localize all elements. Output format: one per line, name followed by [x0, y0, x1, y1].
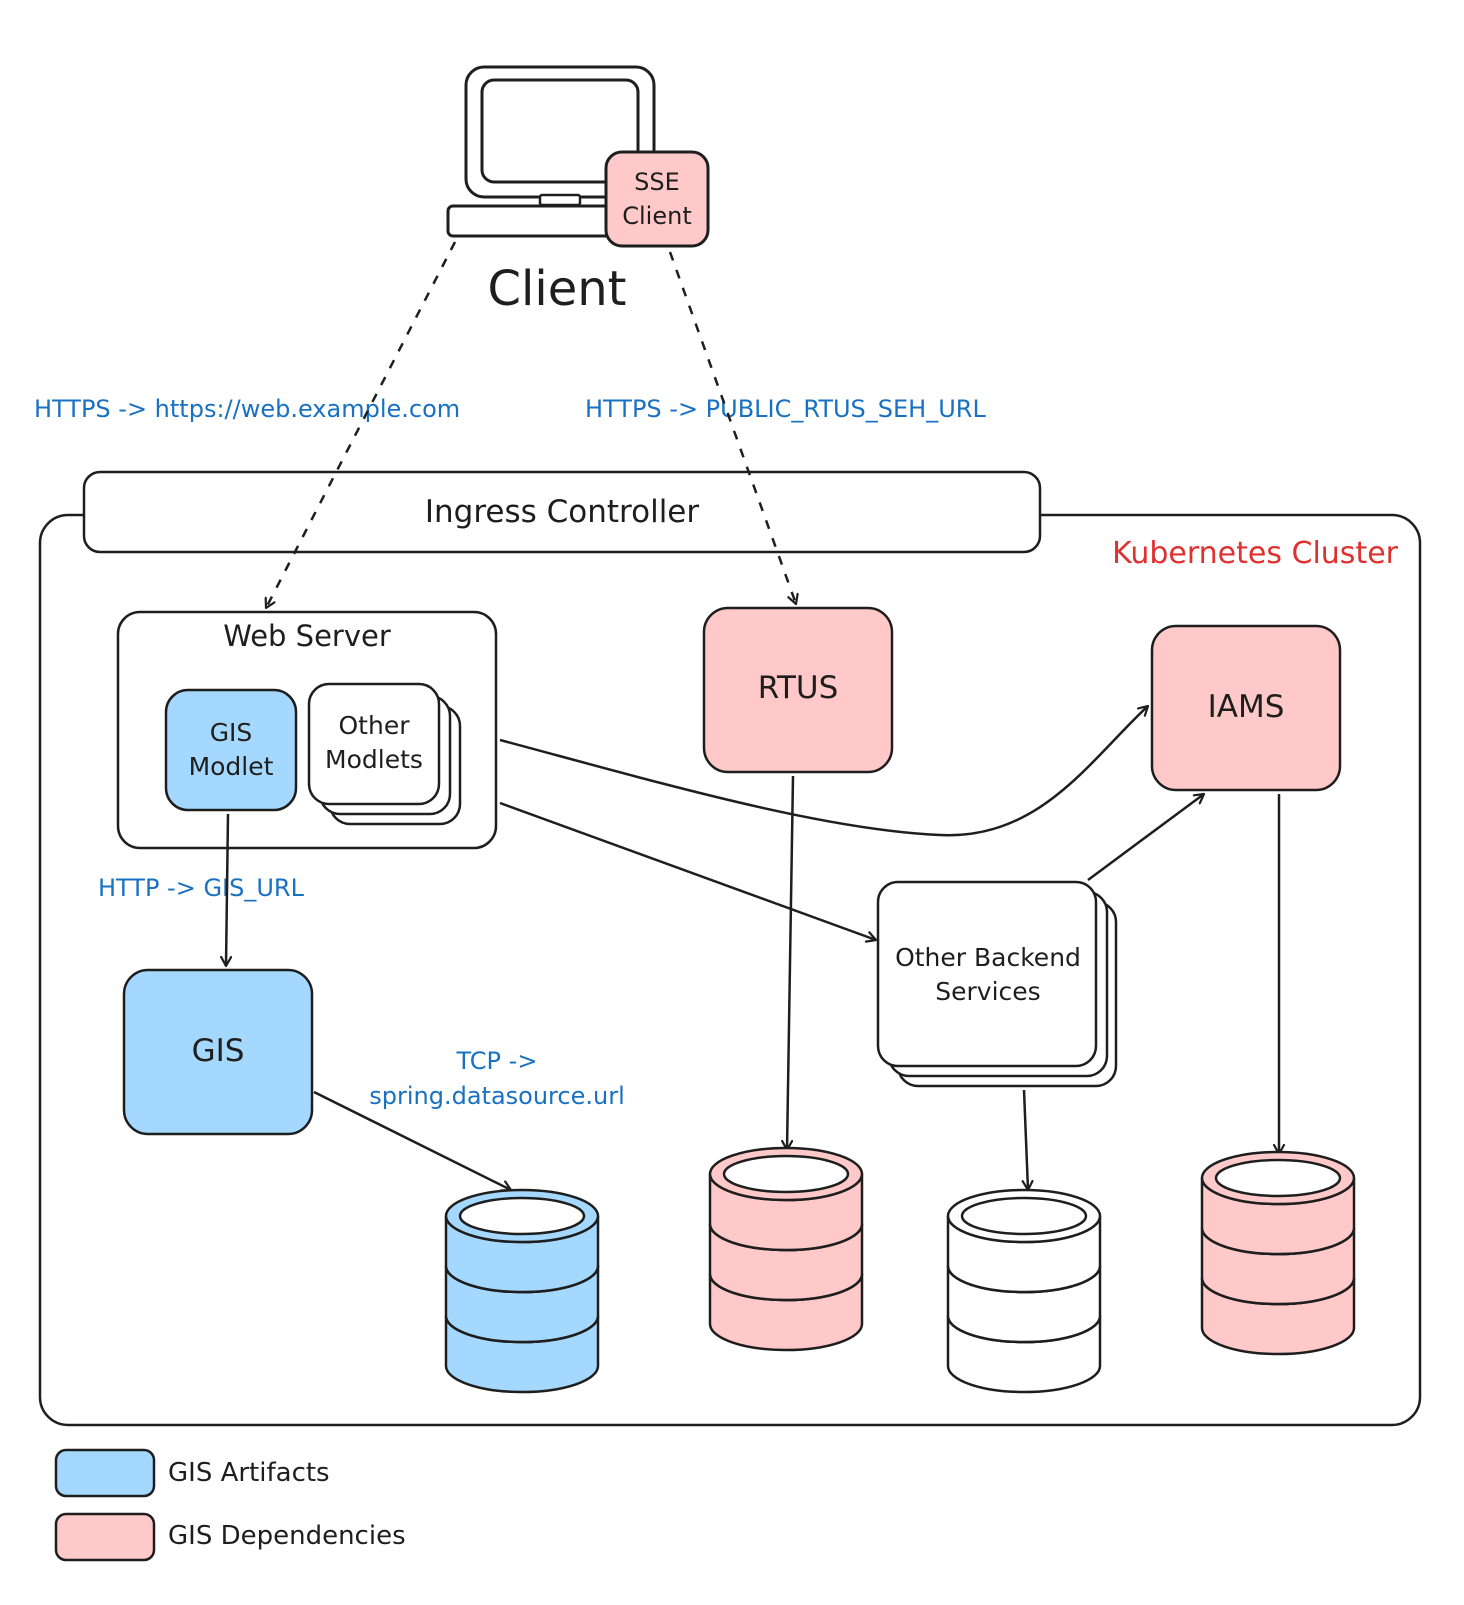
iams-database-icon — [1200, 1150, 1356, 1356]
database-top-inner — [1214, 1158, 1342, 1198]
protocol-label-rtus: HTTPS -> PUBLIC_RTUS_SEH_URL — [585, 395, 986, 423]
iams-box — [1150, 624, 1342, 792]
gis-label: GIS — [192, 1033, 245, 1069]
iams-label: IAMS — [1208, 689, 1285, 725]
rtus-label: RTUS — [758, 670, 839, 706]
backend-database-icon — [946, 1188, 1102, 1394]
arrow-web-server-to-iams — [499, 706, 1148, 837]
rtus-database-icon — [708, 1146, 864, 1352]
gis-box — [122, 968, 314, 1136]
protocol-label-db-line1: TCP -> — [456, 1047, 538, 1075]
gis-modlet-label-line2: Modlet — [189, 752, 274, 781]
legend-artifacts-swatch — [54, 1448, 156, 1498]
other-backend-label-line2: Services — [935, 977, 1040, 1006]
other-modlets-label-line1: Other — [339, 711, 411, 740]
sse-client-box — [604, 150, 710, 248]
other-backend-label-line1: Other Backend — [895, 943, 1081, 972]
rtus-box — [702, 606, 894, 774]
protocol-label-db-line2: spring.datasource.url — [369, 1082, 624, 1110]
gis-database-icon — [444, 1188, 600, 1394]
arrow-client-to-web-server — [266, 241, 457, 608]
kubernetes-cluster-title: Kubernetes Cluster — [1112, 536, 1399, 571]
other-modlets-stack — [307, 682, 462, 826]
other-modlets-label-line2: Modlets — [325, 745, 423, 774]
client-title: Client — [488, 261, 627, 317]
arrow-backend-to-iams — [1087, 794, 1204, 882]
database-top-inner — [722, 1154, 850, 1194]
other-backend-services-stack — [876, 880, 1118, 1088]
arrow-gis-modlet-to-gis — [226, 813, 228, 966]
database-top-inner — [960, 1196, 1088, 1236]
gis-modlet-box — [164, 688, 298, 812]
arrow-sse-client-to-rtus — [668, 251, 796, 604]
legend-dependencies-swatch — [54, 1512, 156, 1562]
sse-client-label-line2: Client — [622, 202, 691, 230]
sse-client-label-line1: SSE — [634, 168, 680, 196]
gis-modlet-label-line1: GIS — [210, 718, 253, 747]
arrow-backend-to-database — [1024, 1089, 1028, 1190]
ingress-controller-label: Ingress Controller — [425, 494, 700, 530]
arrow-gis-to-database — [313, 1090, 511, 1190]
ingress-controller — [82, 470, 1042, 554]
arrow-web-server-to-backend — [499, 801, 876, 940]
database-top-inner — [458, 1196, 586, 1236]
protocol-label-web: HTTPS -> https://web.example.com — [34, 395, 460, 423]
arrow-rtus-to-database — [787, 775, 795, 1150]
computer-icon — [446, 65, 656, 238]
legend-dependencies-label: GIS Dependencies — [168, 1521, 406, 1551]
protocol-label-gis: HTTP -> GIS_URL — [98, 874, 305, 902]
legend-artifacts-label: GIS Artifacts — [168, 1458, 330, 1488]
web-server-title: Web Server — [223, 619, 391, 653]
